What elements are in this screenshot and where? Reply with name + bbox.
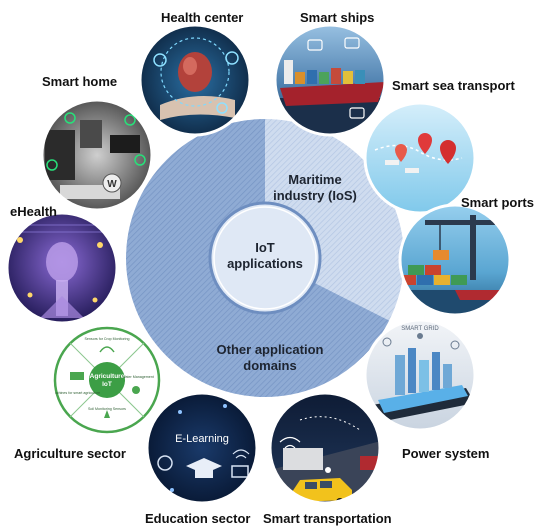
smart-transportation-label: Smart transportation	[263, 511, 392, 526]
other-label-line2: domains	[243, 358, 297, 373]
center-label-line2: applications	[227, 256, 303, 271]
smart-grid-sign: SMART GRID	[401, 326, 439, 332]
center-label-line1: IoT	[255, 240, 275, 255]
agriculture-sector-image: Agriculture IoT Sensors for Crop Monitor…	[50, 323, 164, 437]
smart-ships-image	[273, 23, 387, 137]
maritime-label-line1: Maritime	[288, 172, 342, 187]
maritime-sector-label: Maritime industry (IoS)	[255, 172, 375, 204]
elearning-text: E-Learning	[175, 433, 229, 445]
center-hub	[208, 201, 322, 315]
maritime-label-line2: industry (IoS)	[273, 188, 357, 203]
agri-wedge-label: Soil Monitoring Sensors	[88, 407, 126, 411]
smart-sea-transport-image	[363, 101, 477, 215]
agri-wedge-label: Sensors for Crop Monitoring	[85, 337, 130, 341]
education-sector-image: E-Learning	[145, 391, 259, 505]
smart-home-label: Smart home	[42, 74, 118, 89]
ehealth-label: eHealth	[10, 204, 57, 219]
education-sector-label: Education sector	[145, 511, 251, 526]
smart-sea-transport-label: Smart sea transport	[392, 78, 515, 93]
other-sector-label: Other application domains	[195, 342, 345, 374]
smart-ports-label: Smart ports	[461, 195, 534, 210]
center-label: IoT applications	[205, 240, 325, 272]
agri-wedge-label: Machines for smart agriculture	[52, 391, 100, 395]
smart-home-image: W	[40, 98, 154, 212]
power-system-image: SMART GRID	[363, 318, 477, 432]
smart-ports-image	[398, 203, 512, 317]
agri-hub-text-2: IoT	[102, 381, 112, 388]
health-center-label: Health center	[161, 10, 244, 25]
agriculture-sector-label: Agriculture sector	[14, 446, 126, 461]
power-system-label: Power system	[402, 446, 490, 461]
ehealth-image	[5, 211, 119, 325]
agri-wedge-label: Water Management	[122, 375, 153, 379]
agri-hub-text: Agriculture	[90, 373, 125, 380]
health-center-image	[138, 23, 252, 137]
other-label-line1: Other application	[216, 342, 324, 357]
svg-text:W: W	[107, 179, 117, 190]
smart-transportation-image	[268, 391, 382, 505]
smart-ships-label: Smart ships	[300, 10, 375, 25]
